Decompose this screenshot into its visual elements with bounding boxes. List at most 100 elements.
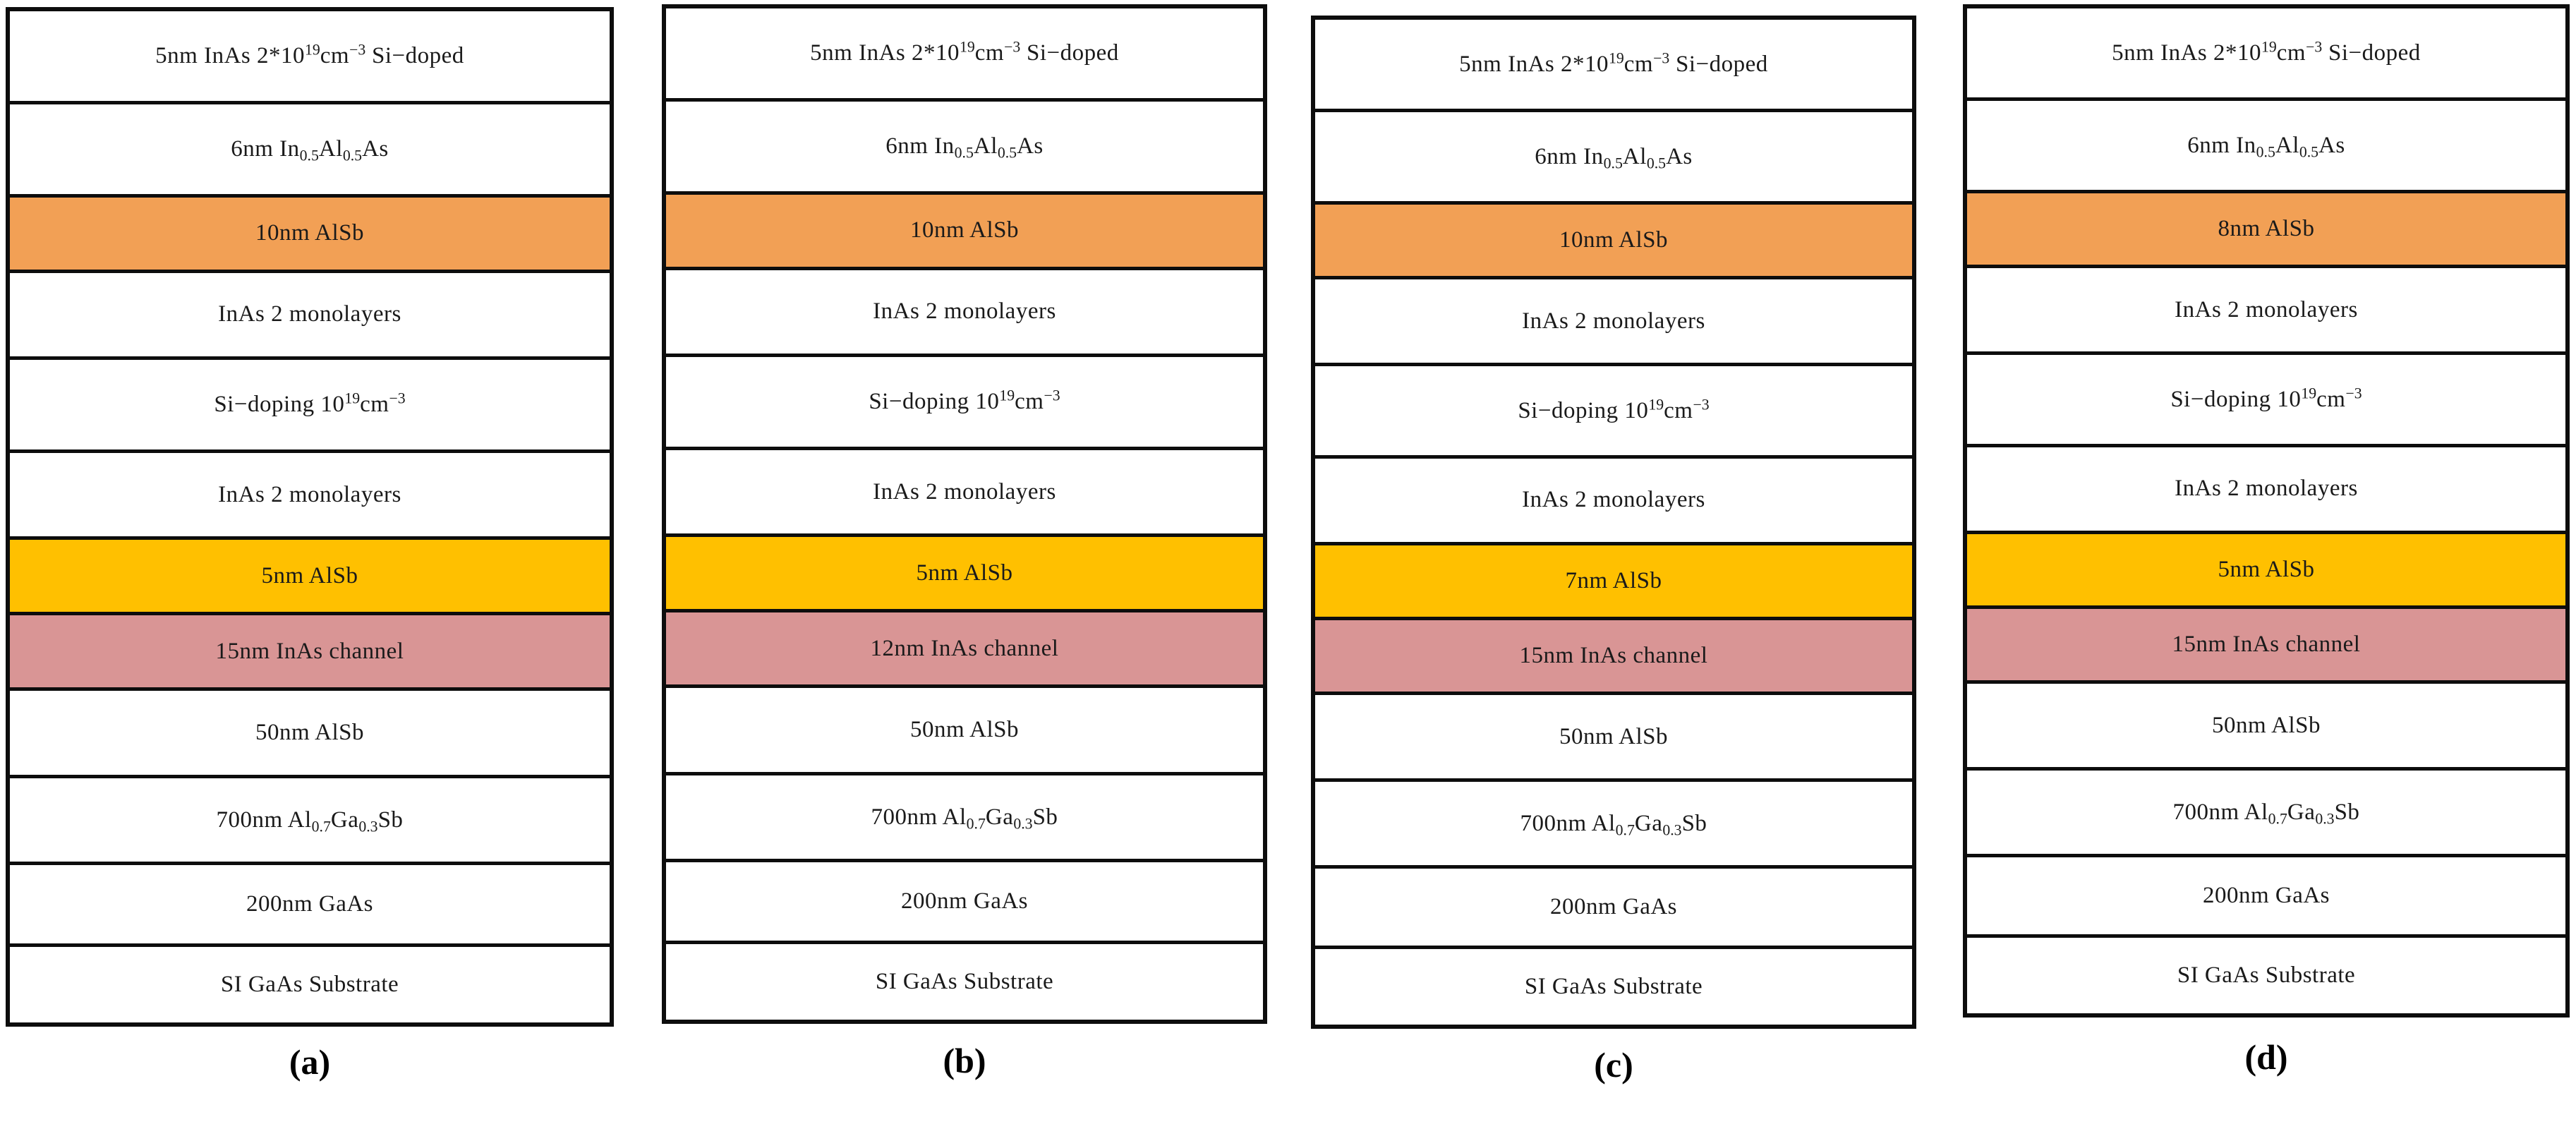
layer-label: 6nm In0.5Al0.5As	[1535, 143, 1693, 172]
layer-label: 5nm InAs 2*1019cm−3 Si−doped	[810, 38, 1119, 66]
layer-gaas-buffer: 200nm GaAs	[666, 862, 1263, 944]
layer-label: 15nm InAs channel	[215, 638, 404, 664]
layer-stack-a: 5nm InAs 2*1019cm−3 Si−doped 6nm In0.5Al0…	[6, 7, 614, 1027]
layer-cap-inas: 5nm InAs 2*1019cm−3 Si−doped	[666, 8, 1263, 102]
layer-label: 5nm InAs 2*1019cm−3 Si−doped	[155, 41, 464, 69]
panel-d: 5nm InAs 2*1019cm−3 Si−doped 6nm In0.5Al0…	[1963, 4, 2570, 1075]
layer-inas-ml-top: InAs 2 monolayers	[666, 270, 1263, 358]
layer-label: 15nm InAs channel	[2172, 632, 2361, 658]
layer-algasb-buffer: 700nm Al0.7Ga0.3Sb	[10, 778, 610, 866]
layer-cap-inas: 5nm InAs 2*1019cm−3 Si−doped	[1967, 8, 2565, 101]
layer-label: 50nm AlSb	[910, 717, 1019, 743]
layer-label: 50nm AlSb	[1559, 723, 1668, 749]
layer-lower-alsb: 5nm AlSb	[10, 540, 610, 616]
layer-label: Si−doping 1019cm−3	[2170, 385, 2362, 412]
layer-inas-ml-bottom: InAs 2 monolayers	[1315, 458, 1912, 545]
layer-label: InAs 2 monolayers	[1522, 308, 1705, 334]
layer-label: InAs 2 monolayers	[2175, 296, 2358, 322]
layer-label: InAs 2 monolayers	[218, 481, 401, 507]
layer-label: 12nm InAs channel	[870, 635, 1059, 661]
layer-stack-d: 5nm InAs 2*1019cm−3 Si−doped 6nm In0.5Al0…	[1963, 4, 2570, 1018]
layer-si-doping: Si−doping 1019cm−3	[666, 357, 1263, 450]
layer-inas-channel: 15nm InAs channel	[1967, 608, 2565, 684]
layer-inas-channel: 15nm InAs channel	[1315, 620, 1912, 696]
layer-label: InAs 2 monolayers	[2175, 476, 2358, 502]
layer-label: 10nm AlSb	[910, 217, 1019, 243]
layer-label: 6nm In0.5Al0.5As	[2187, 132, 2345, 161]
layer-label: 200nm GaAs	[246, 891, 374, 917]
layer-label: SI GaAs Substrate	[220, 971, 399, 997]
panel-c: 5nm InAs 2*1019cm−3 Si−doped 6nm In0.5Al0…	[1311, 16, 1916, 1082]
panel-caption-d: (d)	[2244, 1037, 2288, 1077]
layer-algasb-buffer: 700nm Al0.7Ga0.3Sb	[1967, 771, 2565, 857]
layer-cap-inas: 5nm InAs 2*1019cm−3 Si−doped	[10, 11, 610, 104]
layer-inalas-barrier: 6nm In0.5Al0.5As	[1315, 111, 1912, 205]
layer-label: InAs 2 monolayers	[873, 478, 1056, 505]
layer-label: 700nm Al0.7Ga0.3Sb	[216, 807, 404, 835]
panel-caption-a: (a)	[289, 1042, 331, 1082]
layer-label: 50nm AlSb	[2212, 712, 2321, 738]
layer-si-doping: Si−doping 1019cm−3	[10, 360, 610, 453]
layer-label: Si−doping 1019cm−3	[214, 390, 406, 418]
layer-label: 10nm AlSb	[1559, 227, 1668, 253]
layer-label: 700nm Al0.7Ga0.3Sb	[2172, 799, 2360, 828]
layer-label: InAs 2 monolayers	[873, 298, 1056, 325]
layer-label: SI GaAs Substrate	[875, 968, 1054, 994]
layer-si-doping: Si−doping 1019cm−3	[1315, 366, 1912, 459]
layer-gaas-buffer: 200nm GaAs	[1967, 857, 2565, 938]
layer-label: 6nm In0.5Al0.5As	[885, 133, 1044, 162]
layer-inas-ml-top: InAs 2 monolayers	[1315, 279, 1912, 366]
panel-b: 5nm InAs 2*1019cm−3 Si−doped 6nm In0.5Al0…	[662, 4, 1267, 1078]
layer-label: Si−doping 1019cm−3	[869, 387, 1060, 415]
layer-buffer-alsb: 50nm AlSb	[1315, 695, 1912, 782]
layer-substrate: SI GaAs Substrate	[1967, 938, 2565, 1014]
layer-lower-alsb: 5nm AlSb	[666, 537, 1263, 613]
layer-label: 5nm AlSb	[2218, 556, 2315, 582]
layer-upper-alsb: 10nm AlSb	[10, 197, 610, 273]
layer-substrate: SI GaAs Substrate	[1315, 949, 1912, 1025]
layer-inas-ml-bottom: InAs 2 monolayers	[1967, 447, 2565, 534]
layer-label: 10nm AlSb	[255, 220, 364, 246]
layer-inas-ml-top: InAs 2 monolayers	[1967, 268, 2565, 355]
layer-inalas-barrier: 6nm In0.5Al0.5As	[10, 104, 610, 198]
layer-cap-inas: 5nm InAs 2*1019cm−3 Si−doped	[1315, 20, 1912, 112]
layer-stack-b: 5nm InAs 2*1019cm−3 Si−doped 6nm In0.5Al0…	[662, 4, 1267, 1024]
layer-lower-alsb: 5nm AlSb	[1967, 533, 2565, 609]
layer-buffer-alsb: 50nm AlSb	[666, 688, 1263, 775]
layer-substrate: SI GaAs Substrate	[666, 943, 1263, 1020]
layer-label: 200nm GaAs	[1549, 894, 1678, 920]
layer-label: 200nm GaAs	[2202, 883, 2330, 909]
layer-inalas-barrier: 6nm In0.5Al0.5As	[1967, 100, 2565, 193]
layer-si-doping: Si−doping 1019cm−3	[1967, 354, 2565, 447]
layer-label: 6nm In0.5Al0.5As	[231, 135, 389, 164]
layer-inalas-barrier: 6nm In0.5Al0.5As	[666, 101, 1263, 195]
layer-label: InAs 2 monolayers	[218, 301, 401, 327]
layer-algasb-buffer: 700nm Al0.7Ga0.3Sb	[1315, 782, 1912, 869]
layer-buffer-alsb: 50nm AlSb	[1967, 684, 2565, 771]
layer-label: 5nm AlSb	[916, 560, 1013, 586]
layer-label: 700nm Al0.7Ga0.3Sb	[871, 804, 1058, 833]
layer-label: 700nm Al0.7Ga0.3Sb	[1520, 810, 1707, 839]
layer-lower-alsb: 7nm AlSb	[1315, 545, 1912, 620]
layer-inas-ml-bottom: InAs 2 monolayers	[666, 449, 1263, 538]
layer-label: Si−doping 1019cm−3	[1518, 396, 1710, 423]
layer-label: 8nm AlSb	[2218, 216, 2315, 242]
layer-upper-alsb: 8nm AlSb	[1967, 193, 2565, 269]
layer-label: 7nm AlSb	[1565, 567, 1662, 593]
layer-gaas-buffer: 200nm GaAs	[1315, 868, 1912, 950]
layer-inas-ml-top: InAs 2 monolayers	[10, 272, 610, 361]
layer-label: InAs 2 monolayers	[1522, 487, 1705, 513]
layer-label: SI GaAs Substrate	[2177, 962, 2356, 989]
layer-upper-alsb: 10nm AlSb	[666, 194, 1263, 270]
layer-algasb-buffer: 700nm Al0.7Ga0.3Sb	[666, 775, 1263, 863]
layer-label: 5nm AlSb	[261, 563, 358, 588]
layer-inas-channel: 12nm InAs channel	[666, 612, 1263, 689]
layer-upper-alsb: 10nm AlSb	[1315, 204, 1912, 280]
layer-label: 200nm GaAs	[900, 888, 1029, 914]
layer-label: 50nm AlSb	[255, 720, 364, 746]
layer-label: SI GaAs Substrate	[1524, 974, 1703, 1000]
layer-label: 15nm InAs channel	[1519, 643, 1708, 669]
panel-a: 5nm InAs 2*1019cm−3 Si−doped 6nm In0.5Al0…	[6, 7, 614, 1080]
layer-inas-channel: 15nm InAs channel	[10, 615, 610, 692]
